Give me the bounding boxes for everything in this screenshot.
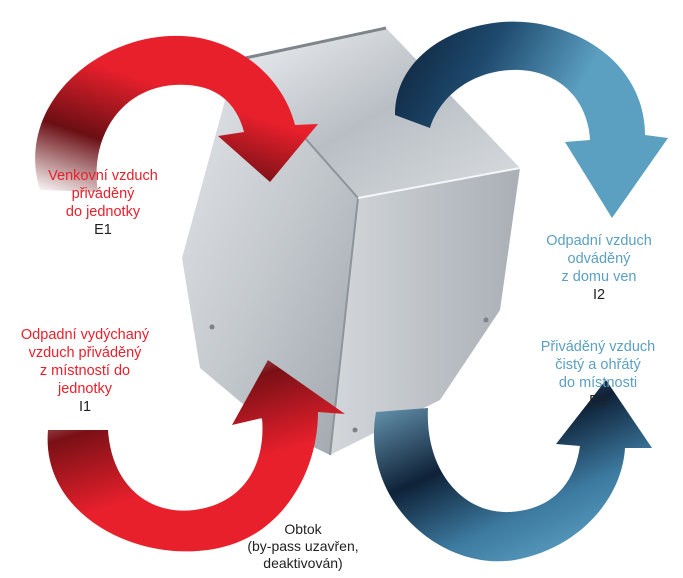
- label-line: deaktivován): [263, 555, 343, 571]
- unit-rivet: [352, 427, 358, 433]
- label-line: do jednotky: [65, 204, 141, 220]
- label-code: I1: [78, 399, 92, 415]
- arrow-i1-indoor-air: [47, 360, 345, 552]
- label-line: odváděný: [567, 251, 631, 267]
- label-e1-outdoor-air: Venkovní vzduch přiváděný do jednotky E1: [18, 167, 188, 239]
- label-code: I2: [592, 287, 606, 303]
- label-line: z domu ven: [561, 269, 637, 285]
- label-line: Venkovní vzduch: [48, 168, 158, 184]
- label-line: z místností do: [39, 363, 131, 379]
- unit-edge-line: [235, 26, 387, 62]
- label-bypass: Obtok (by-pass uzavřen, deaktivován): [228, 521, 378, 572]
- label-line: Přiváděný vzduch: [540, 339, 656, 355]
- heat-exchanger-unit: [182, 26, 521, 456]
- unit-right-face: [330, 168, 520, 455]
- unit-edge-line: [357, 167, 521, 199]
- label-i2-exhaust-air: Odpadní vzduch odváděný z domu ven I2: [516, 232, 682, 304]
- unit-left-face: [182, 60, 358, 455]
- label-i1-indoor-air: Odpadní vydýchaný vzduch přiváděný z mís…: [2, 326, 168, 416]
- label-code: E2: [589, 393, 607, 409]
- label-line: přiváděný: [71, 186, 135, 202]
- label-line: do místnosti: [558, 375, 638, 391]
- label-line: Odpadní vydýchaný: [20, 327, 150, 343]
- label-code: E1: [94, 222, 112, 238]
- label-line: vzduch přiváděný: [28, 345, 142, 361]
- unit-top-face: [236, 28, 520, 198]
- label-line: Odpadní vzduch: [546, 233, 652, 249]
- arrow-i2-exhaust-air: [395, 21, 668, 218]
- label-line: Obtok: [284, 521, 322, 537]
- arrow-e2-supply-air: [373, 380, 652, 562]
- label-line: jednotky: [57, 381, 112, 397]
- label-line: čistý a ohřátý: [555, 357, 641, 373]
- unit-rivet: [209, 324, 215, 330]
- unit-rivet: [483, 317, 489, 323]
- label-e2-supply-air: Přiváděný vzduch čistý a ohřátý do místn…: [513, 338, 683, 410]
- arrow-e1-outdoor-air: [35, 35, 319, 192]
- label-line: (by-pass uzavřen,: [247, 538, 359, 554]
